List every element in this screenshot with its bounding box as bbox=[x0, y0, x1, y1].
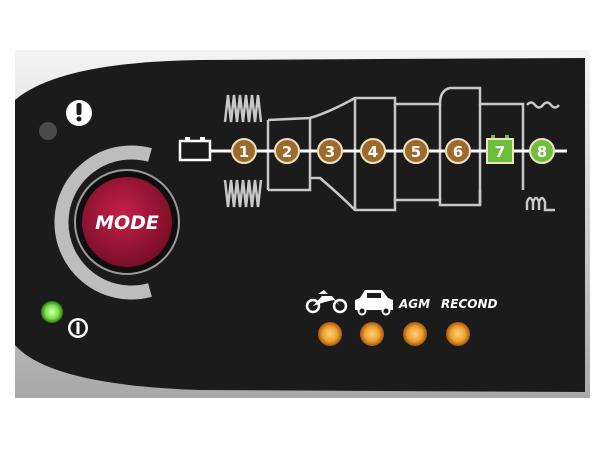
step-label: 1 bbox=[239, 143, 249, 161]
step-5: 5 bbox=[403, 138, 429, 164]
car-icon bbox=[355, 290, 393, 316]
step-label: 2 bbox=[282, 143, 292, 161]
mode-label-agm: AGM bbox=[398, 297, 430, 311]
step-7: 7 bbox=[486, 135, 514, 164]
step-2: 2 bbox=[274, 138, 300, 164]
mode-led-car bbox=[360, 322, 384, 346]
mode-led-recond bbox=[446, 322, 470, 346]
step-label: 8 bbox=[537, 143, 547, 161]
exclamation-icon bbox=[66, 100, 92, 126]
mode-button-label: MODE bbox=[95, 212, 159, 234]
step-1: 1 bbox=[231, 138, 257, 164]
step-label: 4 bbox=[368, 143, 378, 161]
power-icon bbox=[68, 318, 88, 338]
warning-led bbox=[39, 122, 57, 140]
step-3: 3 bbox=[317, 138, 343, 164]
power-led bbox=[41, 301, 63, 323]
step-label: 7 bbox=[495, 143, 505, 161]
mode-ring bbox=[54, 145, 152, 300]
battery-icon bbox=[178, 137, 212, 162]
step-6: 6 bbox=[445, 138, 471, 164]
panel-face bbox=[15, 58, 585, 392]
step-label: 5 bbox=[411, 143, 421, 161]
mode-button[interactable]: MODE bbox=[82, 177, 172, 267]
mode-label-recond: RECOND bbox=[441, 297, 497, 311]
step-8: 8 bbox=[529, 138, 555, 164]
mode-led-agm bbox=[403, 322, 427, 346]
mode-led-motorcycle bbox=[318, 322, 342, 346]
step-4: 4 bbox=[360, 138, 386, 164]
step-label: 6 bbox=[453, 143, 463, 161]
step-label: 3 bbox=[325, 143, 335, 161]
motorcycle-icon bbox=[305, 290, 348, 314]
